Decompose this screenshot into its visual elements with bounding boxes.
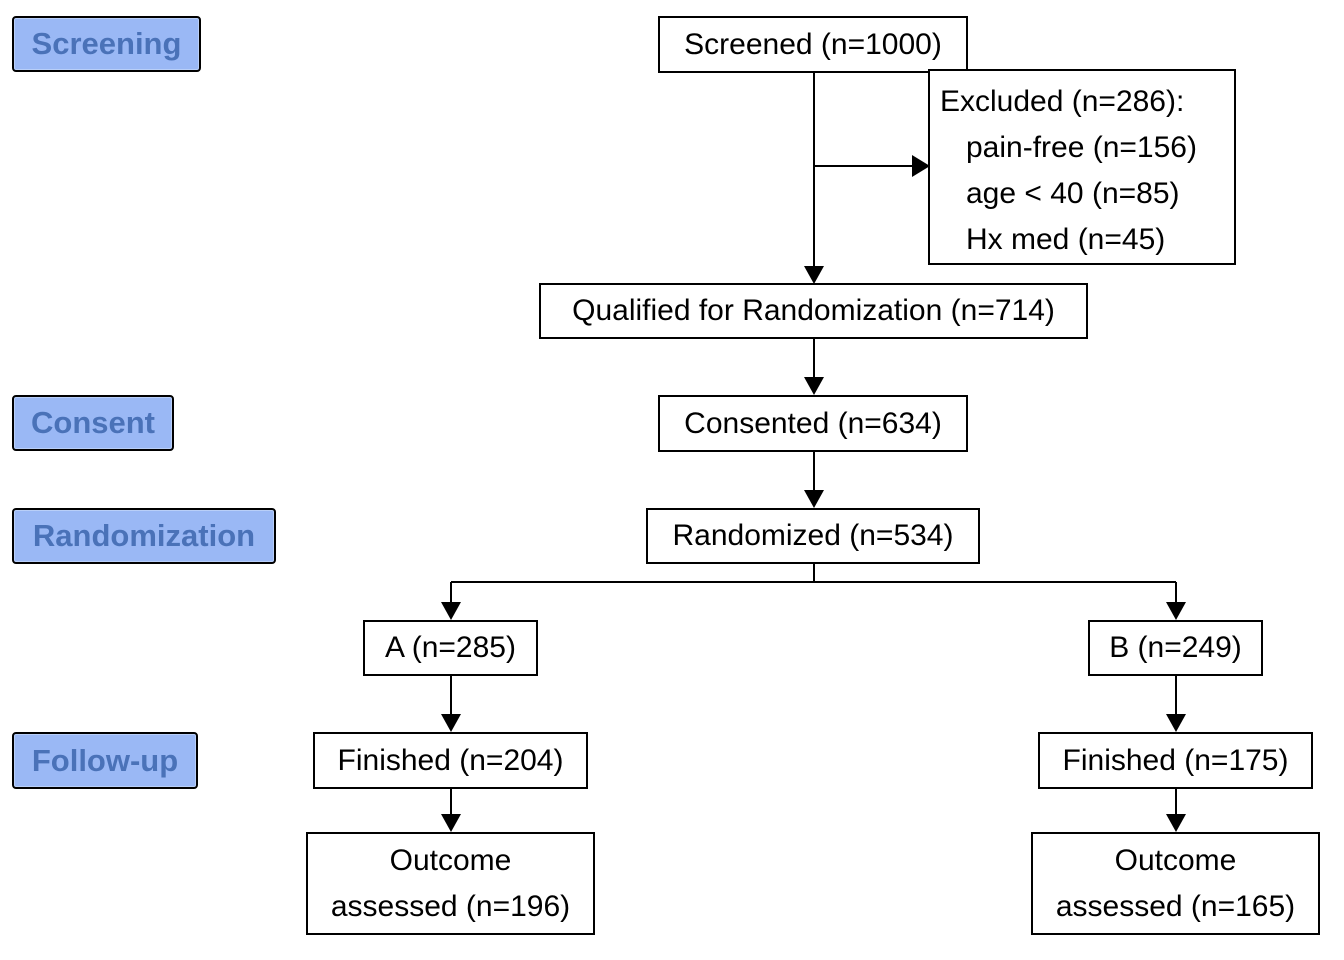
finished-a-box: Finished (n=204) — [313, 732, 588, 789]
excluded-reason-age: age < 40 (n=85) — [966, 177, 1180, 210]
screened-box: Screened (n=1000) — [658, 16, 968, 73]
arm-a-box: A (n=285) — [363, 620, 538, 676]
finished-b-box: Finished (n=175) — [1038, 732, 1313, 789]
outcome-a-line-1: Outcome — [389, 843, 512, 877]
excluded-reason-hx-med: Hx med (n=45) — [966, 223, 1166, 256]
stage-label-consent: Consent — [12, 395, 174, 451]
stage-label-followup: Follow-up — [12, 732, 198, 789]
stage-label-screening: Screening — [12, 16, 201, 72]
outcome-b-box: Outcome assessed (n=165) — [1031, 832, 1320, 935]
outcome-a-line-2: assessed (n=196) — [330, 889, 571, 923]
excluded-reason-pain-free: pain-free (n=156) — [966, 131, 1197, 164]
outcome-b-line-1: Outcome — [1114, 843, 1237, 877]
arm-b-box: B (n=249) — [1088, 620, 1263, 676]
outcome-a-box: Outcome assessed (n=196) — [306, 832, 595, 935]
randomized-box: Randomized (n=534) — [646, 508, 980, 564]
stage-label-randomization: Randomization — [12, 508, 276, 564]
excluded-box: Excluded (n=286): pain-free (n=156) age … — [928, 69, 1236, 265]
consented-box: Consented (n=634) — [658, 395, 968, 452]
outcome-b-line-2: assessed (n=165) — [1055, 889, 1296, 923]
qualified-box: Qualified for Randomization (n=714) — [539, 283, 1088, 339]
excluded-title: Excluded (n=286): — [940, 85, 1185, 118]
